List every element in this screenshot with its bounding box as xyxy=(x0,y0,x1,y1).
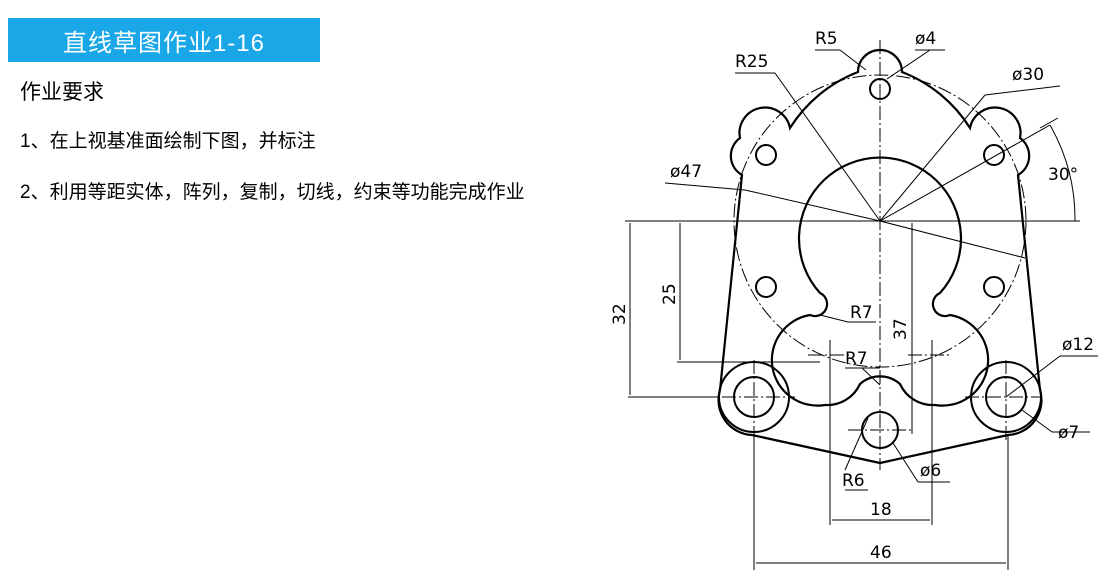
dimension-labels: R5 ø4 R25 ø30 ø47 30° 25 32 37 R7 R7 ø12… xyxy=(610,29,1094,563)
dim-a30: 30° xyxy=(1048,165,1078,185)
top-hole xyxy=(869,78,891,100)
dim-h25: 25 xyxy=(660,283,680,305)
left-bottom-tangent xyxy=(751,433,881,465)
cad-sketch-drawing: R5 ø4 R25 ø30 ø47 30° 25 32 37 R7 R7 ø12… xyxy=(610,29,1098,570)
lower-left-hole xyxy=(755,276,777,298)
left-boss-hole xyxy=(733,376,775,418)
dim-h37: 37 xyxy=(891,318,911,340)
dim-d12: ø12 xyxy=(1062,335,1094,355)
dim-w46: 46 xyxy=(870,543,892,563)
assignment-title: 直线草图作业1-16 xyxy=(8,18,320,62)
dim-h32: 32 xyxy=(610,303,630,325)
requirements-heading: 作业要求 xyxy=(20,81,104,104)
dim-d30: ø30 xyxy=(1012,65,1044,85)
dim-d47: ø47 xyxy=(670,162,702,182)
dim-r25: R25 xyxy=(735,52,768,72)
right-bottom-tangent xyxy=(879,433,1009,465)
dim-w18: 18 xyxy=(870,500,892,520)
dim-r7a: R7 xyxy=(850,303,873,323)
holes xyxy=(718,78,1042,449)
bottom-hole xyxy=(861,411,899,449)
upper-right-hole xyxy=(983,144,1005,166)
dim-d6: ø6 xyxy=(920,461,941,481)
dimension-lines xyxy=(625,49,1098,570)
requirement-item-1: 1、在上视基准面绘制下图，并标注 xyxy=(20,131,316,152)
right-boss-outer xyxy=(970,361,1042,433)
right-boss-hole xyxy=(985,376,1027,418)
upper-left-hole xyxy=(755,144,777,166)
dim-r6: R6 xyxy=(842,471,865,491)
lower-right-hole xyxy=(983,276,1005,298)
requirement-item-2: 2、利用等距实体，阵列，复制，切线，约束等功能完成作业 xyxy=(20,182,525,203)
centerlines xyxy=(722,40,1040,470)
dim-d7: ø7 xyxy=(1058,423,1079,443)
dim-r7b: R7 xyxy=(845,349,868,369)
upper-outline xyxy=(718,48,1042,391)
dim-d4: ø4 xyxy=(915,29,936,49)
dim-r5: R5 xyxy=(815,29,838,49)
